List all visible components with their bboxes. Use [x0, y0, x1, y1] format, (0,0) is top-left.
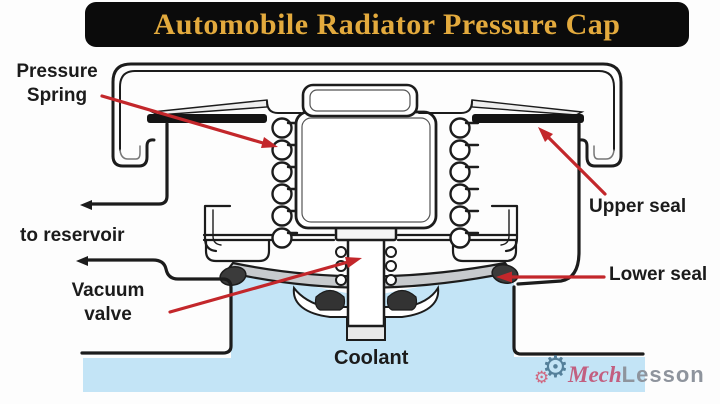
valve-plate-assembly: [219, 223, 519, 341]
gear-icon-small: ⚙: [534, 368, 550, 387]
pressure-spring-arrow: [100, 94, 265, 145]
filler-neck: [76, 122, 645, 356]
brand-lesson: Lesson: [621, 362, 705, 387]
pressure-spring-coils: [271, 117, 480, 249]
label-to-reservoir: to reservoir: [20, 225, 125, 246]
label-pressure-spring: Pressure Spring: [16, 61, 98, 106]
brand-mech: Mech: [568, 362, 622, 387]
upper-seal-arrow: [546, 135, 607, 196]
label-coolant: Coolant: [334, 347, 409, 369]
valve-body-block: [294, 83, 438, 230]
flow-arrowhead: [76, 256, 88, 266]
title-banner: Automobile Radiator Pressure Cap: [85, 2, 689, 47]
page-title: Automobile Radiator Pressure Cap: [153, 7, 621, 41]
flow-arrowhead: [80, 200, 92, 210]
annotation-arrows: [100, 94, 607, 314]
upper-seal-right: [472, 114, 584, 123]
watermark-logo: ⚙ ⚙ MechLesson: [534, 351, 712, 398]
label-upper-seal: Upper seal: [589, 196, 687, 217]
vacuum-valve-stem: [346, 236, 386, 328]
vacuum-valve-arrow: [168, 260, 350, 314]
cap-shell: [111, 62, 623, 168]
brand-name: MechLesson: [568, 362, 705, 388]
gear-icon: ⚙: [542, 351, 569, 384]
label-vacuum-valve: Vacuum valve: [71, 280, 145, 325]
label-lower-seal: Lower seal: [609, 264, 708, 285]
